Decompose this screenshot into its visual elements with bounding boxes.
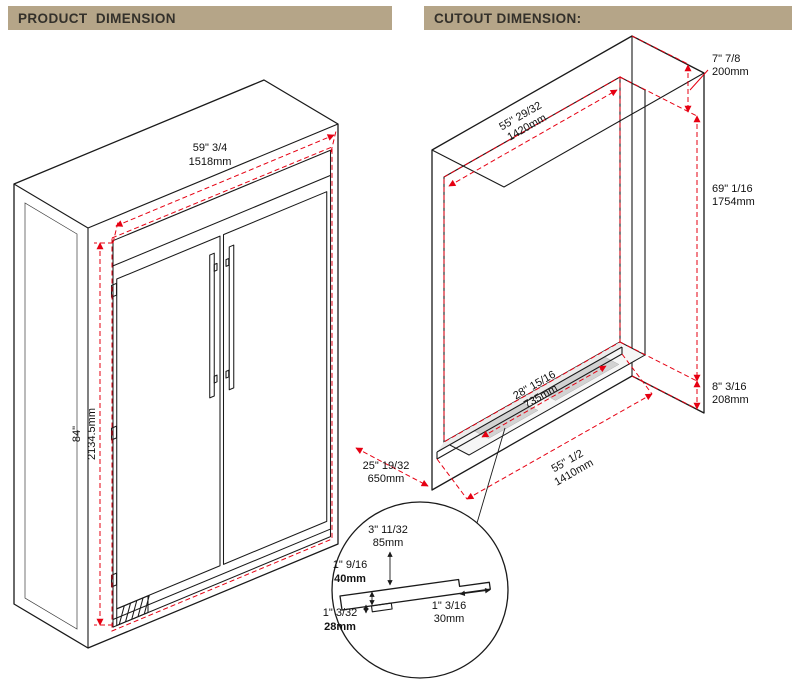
depth-mm-label: 650mm (368, 473, 405, 485)
product-cabinet-drawing: 59" 3/4 1518mm 84" 2134.5mm (14, 80, 338, 648)
detail-height-in-label: 1" 9/16 (333, 559, 368, 571)
dim-product-width: 59" 3/4 1518mm (112, 130, 337, 244)
opening-height-mm-label: 1754mm (712, 196, 755, 208)
product-height-in-label: 84" (71, 426, 83, 442)
bottom-frame-mm-label: 208mm (712, 394, 749, 406)
sill-profile (339, 578, 491, 611)
cutout-drawing: 55" 29/32 1420mm 7" 7/8 200mm 69" 1/16 1… (355, 35, 755, 500)
dim-depth: 25" 19/32 650mm (355, 447, 429, 487)
detail-depth-in-label: 3" 11/32 (368, 524, 408, 536)
right-door-handle (229, 245, 234, 390)
bottom-frame-in-label: 8" 3/16 (712, 381, 747, 393)
dim-top-frame: 7" 7/8 200mm (619, 35, 749, 117)
product-width-mm-label: 1518mm (189, 156, 232, 168)
detail-height-mm-label: 40mm (334, 573, 366, 585)
product-width-in-label: 59" 3/4 (193, 142, 228, 154)
depth-in-label: 25" 19/32 (363, 460, 410, 472)
dim-opening-height: 69" 1/16 1754mm (619, 115, 755, 382)
detail-track-mm-label: 30mm (434, 613, 465, 625)
product-height-mm-label: 2134.5mm (86, 408, 98, 460)
detail-lip-mm-label: 28mm (324, 621, 356, 633)
dim-bottom-frame: 8" 3/16 208mm (631, 375, 749, 410)
detail-depth-mm-label: 85mm (373, 537, 404, 549)
detail-leader-line (476, 427, 506, 524)
top-frame-mm-label: 200mm (712, 66, 749, 78)
detail-lip-in-label: 1" 3/32 (323, 607, 358, 619)
detail-track-in-label: 1" 3/16 (432, 600, 467, 612)
opening-height-in-label: 69" 1/16 (712, 183, 753, 195)
product-dimension-header: PRODUCT DIMENSION (8, 6, 392, 30)
sill-lip (370, 602, 393, 613)
dim-product-height: 84" 2134.5mm (71, 242, 113, 626)
top-frame-in-label: 7" 7/8 (712, 53, 740, 65)
cutout-dimension-header: CUTOUT DIMENSION: (424, 6, 792, 30)
left-door-handle (210, 253, 215, 398)
sill-detail-callout: 3" 11/32 85mm 1" 9/16 40mm 1" 3/32 28mm … (323, 427, 509, 679)
